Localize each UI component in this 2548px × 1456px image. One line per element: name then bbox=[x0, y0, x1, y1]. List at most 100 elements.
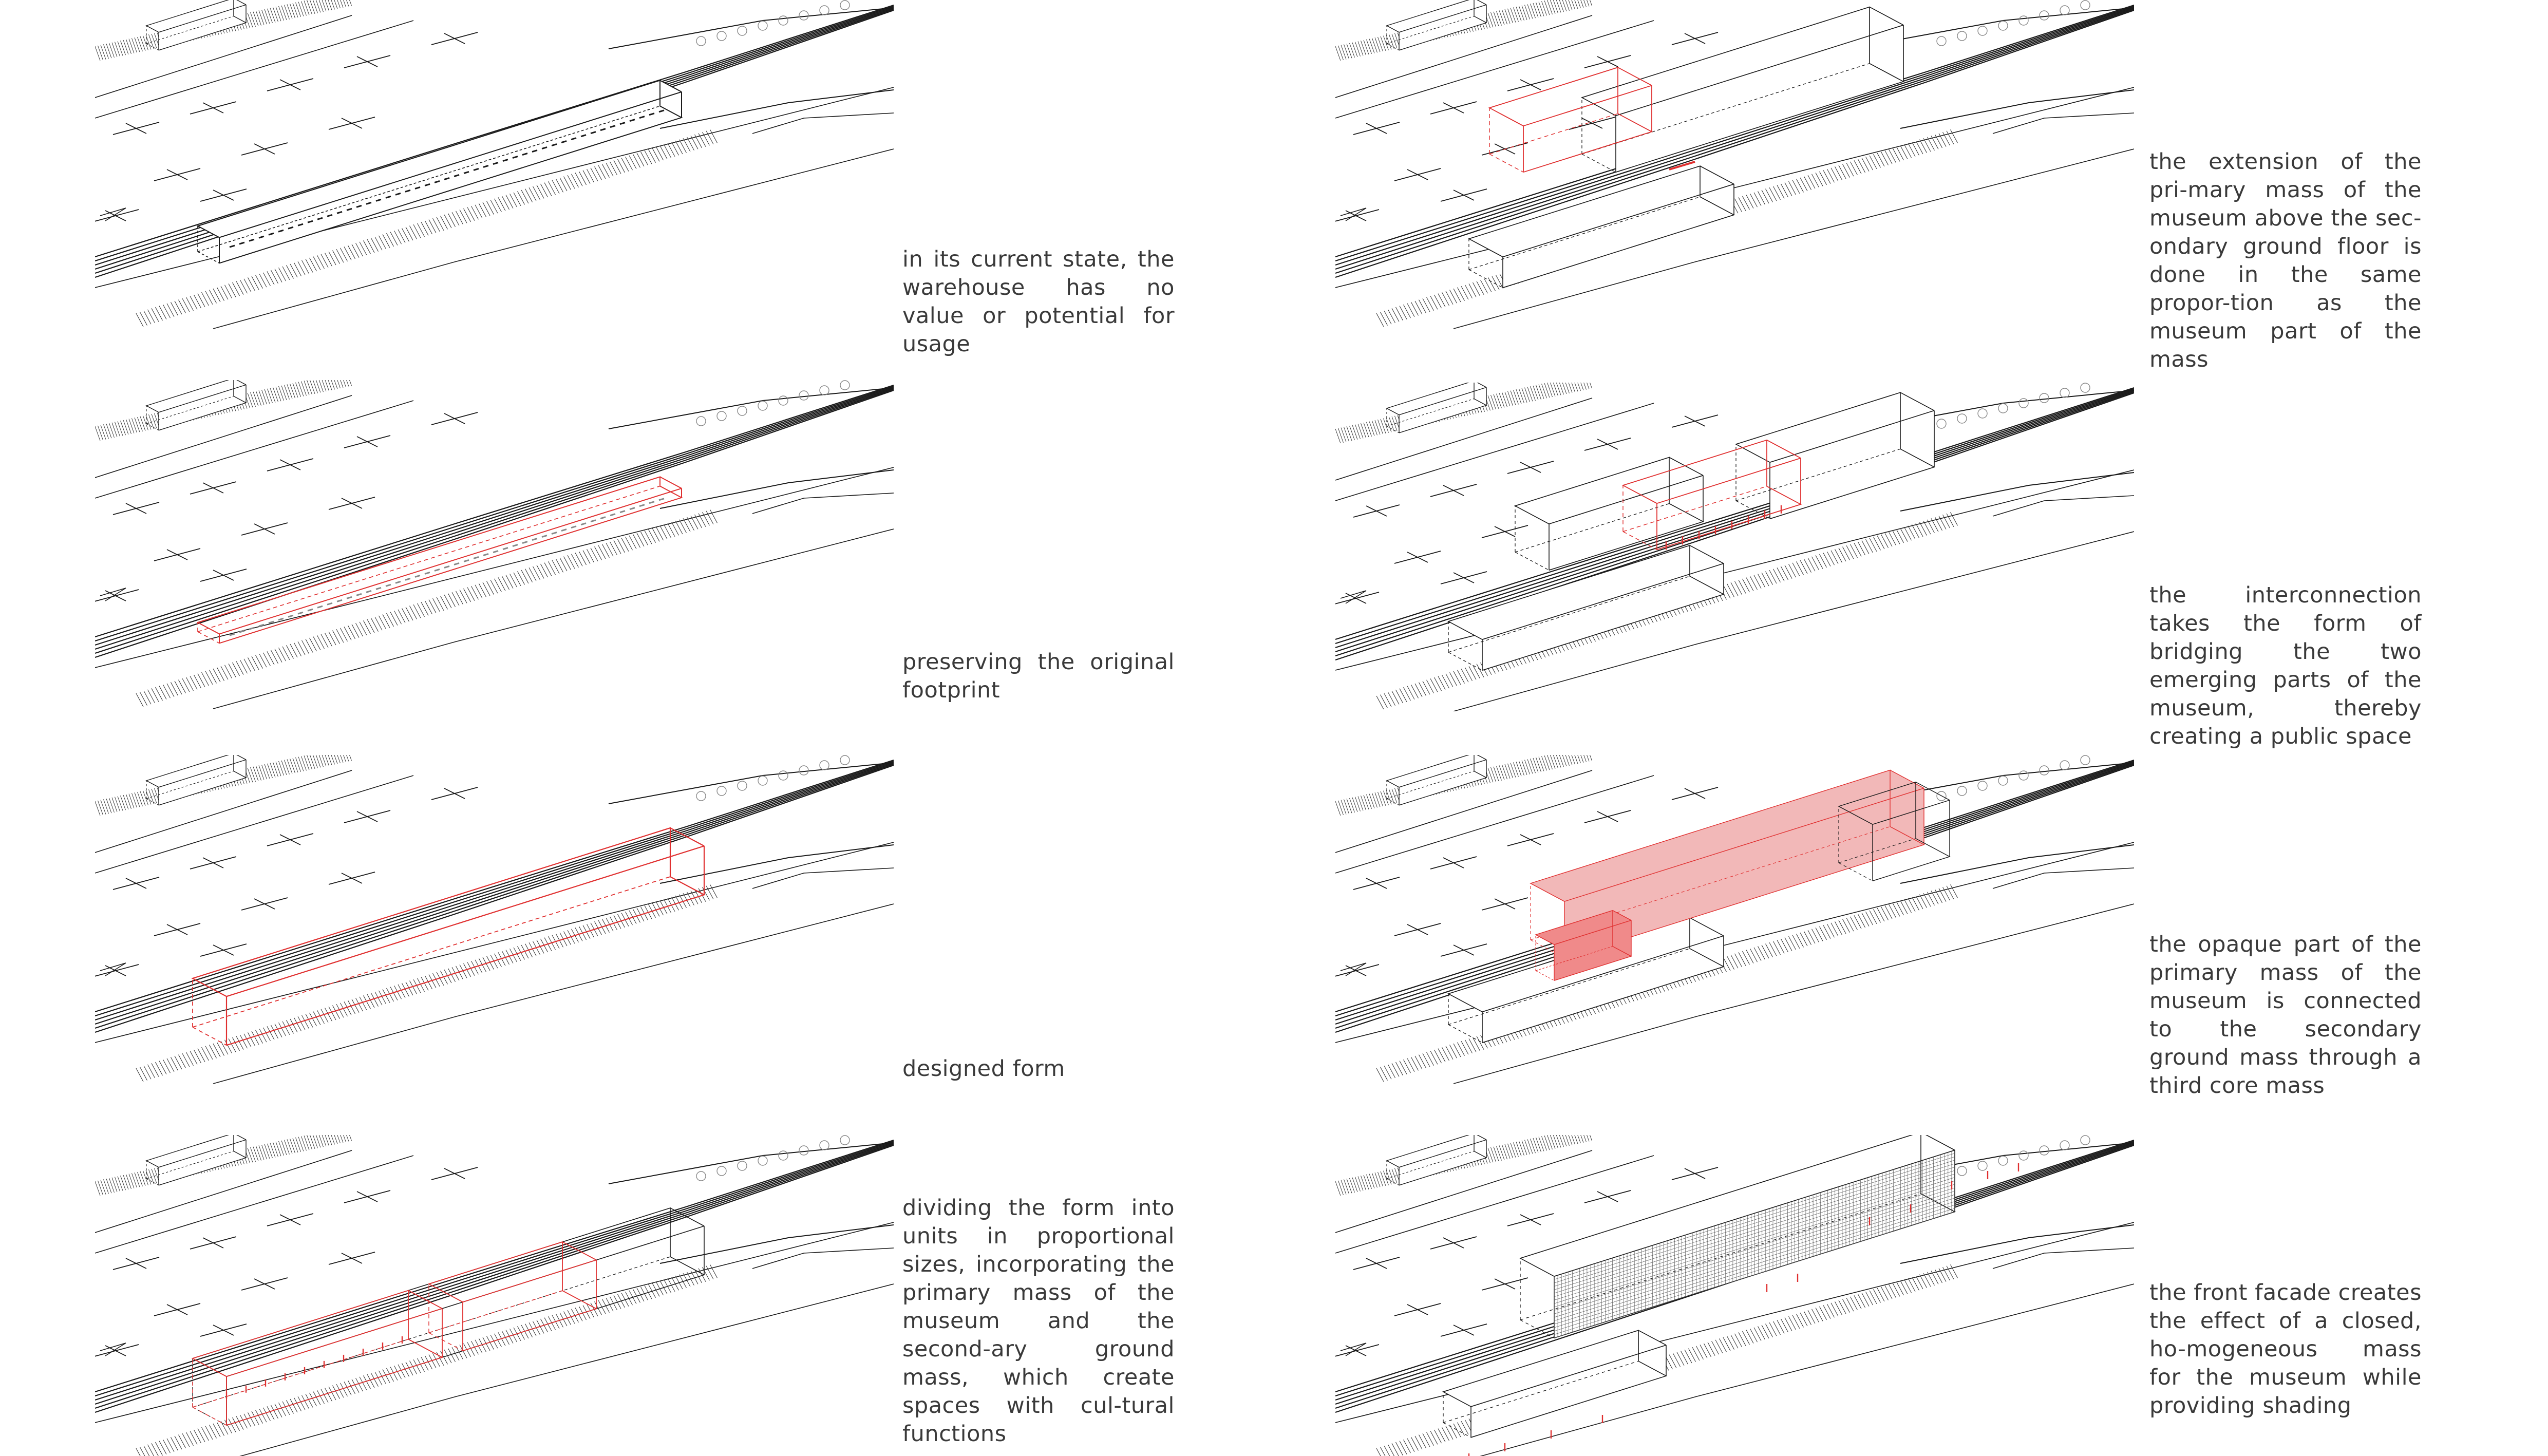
hatch-stroke bbox=[1742, 578, 1750, 593]
vehicle-mark bbox=[279, 834, 301, 845]
rail-line bbox=[1335, 389, 2134, 649]
hatch-stroke bbox=[1854, 915, 1862, 929]
hatch-stroke bbox=[337, 1135, 341, 1144]
window-mark bbox=[434, 568, 440, 572]
hatch-stroke bbox=[1461, 1041, 1469, 1055]
hatch-stroke bbox=[294, 1017, 301, 1031]
hatch-stroke bbox=[1465, 1039, 1473, 1054]
hatch-stroke bbox=[331, 0, 335, 10]
hatch-stroke bbox=[1900, 145, 1908, 159]
hatch-stroke bbox=[98, 425, 103, 440]
window-mark bbox=[649, 501, 655, 504]
hatch-stroke bbox=[1461, 668, 1469, 683]
hatch-stroke bbox=[1811, 1309, 1819, 1323]
hatch-stroke bbox=[349, 380, 352, 386]
window-mark bbox=[375, 198, 382, 202]
hatch-stroke bbox=[355, 622, 363, 637]
yard-building bbox=[145, 755, 247, 806]
hatch-stroke bbox=[1513, 7, 1519, 22]
hatch-stroke bbox=[1502, 392, 1507, 407]
hatch-stroke bbox=[278, 1141, 284, 1156]
hatch-stroke bbox=[1430, 296, 1438, 310]
hatch-stroke bbox=[482, 202, 490, 216]
hatch-stroke bbox=[251, 276, 259, 290]
hatch-stroke bbox=[386, 988, 394, 1002]
hatch-stroke bbox=[1574, 1135, 1578, 1144]
hatch-stroke bbox=[1896, 1281, 1904, 1296]
hatch-stroke bbox=[115, 42, 120, 56]
hatch-stroke bbox=[498, 1332, 506, 1346]
rail-line bbox=[95, 1143, 894, 1409]
box-face-top bbox=[1443, 1330, 1666, 1407]
hatch-stroke bbox=[1568, 1135, 1573, 1145]
tree-icon bbox=[2080, 1135, 2090, 1145]
road-edge bbox=[1900, 89, 2134, 129]
hatch-stroke bbox=[159, 1441, 167, 1454]
window-mark bbox=[405, 577, 411, 581]
hatch-stroke bbox=[1473, 665, 1480, 679]
hatch-stroke bbox=[1590, 1135, 1592, 1141]
hatch-stroke bbox=[228, 664, 236, 677]
rail-line bbox=[95, 1144, 894, 1413]
hatch-stroke bbox=[1574, 0, 1578, 9]
hatch-stroke bbox=[151, 33, 157, 49]
yard-building bbox=[1386, 755, 1487, 806]
hatch-stroke bbox=[1565, 1135, 1570, 1146]
trees bbox=[1936, 383, 2090, 429]
hatch-stroke bbox=[1386, 790, 1392, 805]
vehicle-mark bbox=[125, 123, 147, 134]
hatch-stroke bbox=[698, 513, 706, 527]
hatch-stroke bbox=[1510, 763, 1516, 778]
extension-arrow bbox=[1669, 161, 1695, 171]
rail-line bbox=[95, 1139, 894, 1393]
hatch-stroke bbox=[131, 418, 137, 433]
hatch-stroke bbox=[1391, 308, 1400, 322]
tree-icon bbox=[2018, 770, 2029, 781]
hatch-stroke bbox=[513, 1327, 521, 1341]
hatch-stroke bbox=[459, 1345, 467, 1358]
hatch-stroke bbox=[251, 1031, 259, 1045]
hatch-stroke bbox=[498, 577, 506, 591]
hatch-stroke bbox=[379, 615, 386, 630]
tree-icon bbox=[716, 1166, 727, 1176]
box-face-front bbox=[1399, 5, 1486, 50]
hatch-stroke bbox=[1366, 1174, 1372, 1189]
hatch-stroke bbox=[1490, 767, 1496, 782]
road-edge bbox=[1900, 844, 2134, 884]
hatch-stroke bbox=[106, 799, 112, 814]
hatch-stroke bbox=[374, 991, 383, 1006]
trees bbox=[1936, 755, 2090, 801]
hatch-stroke bbox=[1904, 144, 1912, 158]
hatch-stroke bbox=[315, 0, 321, 13]
hatch-stroke bbox=[140, 416, 146, 431]
hatch-stroke bbox=[1419, 1434, 1426, 1448]
window-mark bbox=[619, 510, 626, 514]
hatch-stroke bbox=[371, 1373, 379, 1387]
hatch-stroke bbox=[440, 971, 448, 985]
hatch-stroke bbox=[475, 204, 483, 219]
hatch-stroke bbox=[205, 671, 213, 685]
hatch-stroke bbox=[1403, 1439, 1411, 1453]
box-edge bbox=[1399, 759, 1487, 788]
hatch-stroke bbox=[1696, 1346, 1704, 1360]
hatch-stroke bbox=[1580, 755, 1584, 763]
hatch-stroke bbox=[143, 415, 148, 430]
hatch-stroke bbox=[220, 286, 229, 300]
hatch-stroke bbox=[348, 625, 355, 639]
hatch-stroke bbox=[1565, 383, 1570, 393]
hatch-stroke bbox=[432, 218, 440, 232]
tree-icon bbox=[1957, 31, 1967, 41]
hatch-stroke bbox=[282, 1021, 290, 1035]
tree-icon bbox=[737, 781, 747, 791]
hatch-stroke bbox=[1935, 1269, 1942, 1283]
hatch-stroke bbox=[263, 652, 271, 667]
hatch-stroke bbox=[394, 1365, 402, 1379]
vehicle-mark bbox=[279, 459, 301, 470]
hatch-stroke bbox=[301, 756, 307, 771]
hatch-stroke bbox=[451, 212, 460, 226]
hatch-stroke bbox=[490, 1334, 498, 1349]
hatch-stroke bbox=[111, 797, 118, 812]
hatch-stroke bbox=[1923, 893, 1931, 907]
hatch-stroke bbox=[1544, 755, 1550, 770]
box-face-front bbox=[1554, 920, 1631, 981]
